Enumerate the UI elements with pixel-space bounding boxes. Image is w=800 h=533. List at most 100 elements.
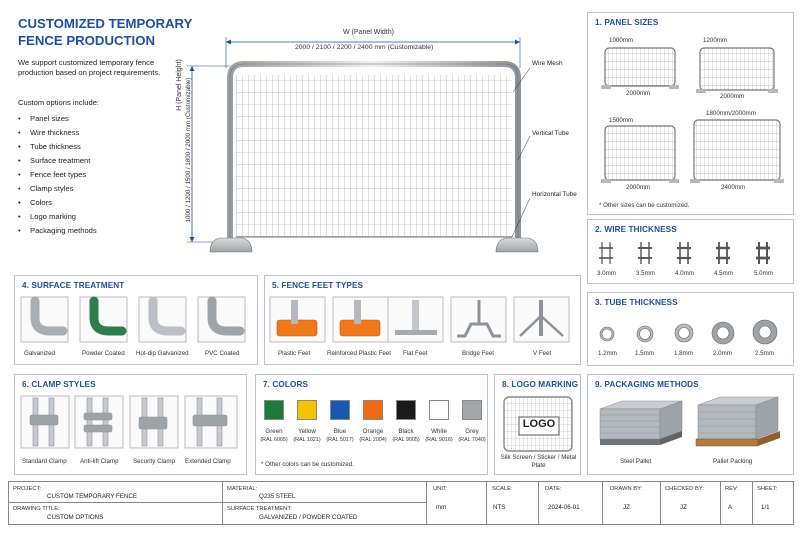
width-values: 2000 / 2100 / 2200 / 2400 mm (Customizab…: [295, 44, 434, 51]
feet-label: V Feet: [533, 350, 552, 357]
drawing-title-value: CUSTOM OPTIONS: [47, 514, 104, 521]
colors-note: * Other colors can be customized.: [261, 461, 354, 468]
wire-icon: [638, 242, 652, 264]
wire-thickness-section: 2. WIRE THICKNESS 3.0mm 3.5mm 4.0mm 4.5m…: [587, 219, 794, 284]
security-clamp: [138, 416, 168, 430]
panel-sizes-note: * Other sizes can be customized.: [599, 202, 690, 209]
wire-icon: [756, 242, 770, 264]
feet-samples: [269, 296, 570, 343]
panel-3-height: 1500mm: [609, 117, 634, 124]
option-item: Panel sizes: [18, 112, 97, 126]
checked-by-label: CHECKED BY:: [665, 486, 704, 492]
reinforced-plastic-feet: [339, 300, 381, 337]
panel-1-width: 2000mm: [626, 90, 651, 97]
options-list: Panel sizes Wire thickness Tube thicknes…: [18, 112, 97, 238]
option-item: Tube thickness: [18, 140, 97, 154]
feet-label: Bridge Feet: [462, 350, 494, 357]
powder-coated-tube: [89, 296, 127, 336]
wire-icon: [716, 242, 730, 264]
section-title: 1. PANEL SIZES: [595, 18, 659, 27]
v-feet: [519, 300, 564, 337]
surface-label: Hot-dip Galvanized: [136, 350, 189, 357]
feet-label: Reinforced Plastic Feet: [327, 350, 391, 357]
surface-label: PVC Coated: [205, 350, 240, 357]
feet-label: Plastic Feet: [278, 350, 311, 357]
panel-1200: [696, 47, 778, 93]
packaging-drawings: [599, 396, 780, 447]
wire-label: 3.0mm: [597, 270, 616, 277]
pallet-packing: [695, 396, 780, 447]
material-label: MATERIAL:: [227, 486, 258, 492]
wire-label: 4.5mm: [714, 270, 733, 277]
color-swatch: [330, 400, 350, 420]
rev-value: A: [728, 504, 733, 511]
steel-pallet: [599, 400, 683, 445]
packaging-label: Pallet Packing: [713, 458, 753, 465]
color-name: Orange: [362, 428, 384, 435]
wire-label: 3.5mm: [636, 270, 655, 277]
color-ral: (RAL 6005): [260, 437, 288, 443]
option-item: Colors: [18, 196, 97, 210]
logo-fence-drawing: [503, 396, 573, 452]
color-name: White: [431, 428, 447, 435]
hot-dip-tube: [148, 296, 186, 336]
option-item: Logo marking: [18, 210, 97, 224]
clamp-label: Standard Clamp: [22, 458, 67, 465]
width-label: W (Panel Width): [343, 29, 394, 36]
logo-plate: [518, 416, 560, 436]
height-label: H (Panel Height): [176, 59, 183, 111]
fence-feet-section: 5. FENCE FEET TYPES Plastic Feet Reinfor…: [264, 275, 581, 365]
panel-size-drawings: [601, 47, 784, 183]
section-title: 4. SURFACE TREATMENT: [22, 281, 125, 290]
section-title: 8. LOGO MARKING: [502, 380, 579, 389]
project-value: CUSTOM TEMPORARY FENCE: [47, 493, 137, 500]
option-item: Wire thickness: [18, 126, 97, 140]
panel-4-width: 2400mm: [721, 184, 746, 191]
logo-marking-section: 8. LOGO MARKING LOGO Silk Screen / Stick…: [494, 374, 581, 475]
option-item: Fence feet types: [18, 168, 97, 182]
tube-label: 1.2mm: [598, 350, 617, 357]
sheet-value: 1/1: [761, 504, 770, 511]
unit-value: mm: [436, 504, 447, 511]
panel-3-width: 2000mm: [626, 184, 651, 191]
material-value: Q235 STEEL: [259, 493, 296, 500]
callout-wire-mesh: Wire Mesh: [532, 60, 563, 67]
color-swatch: [396, 400, 416, 420]
scale-label: SCALE:: [492, 486, 513, 492]
page-title: CUSTOMIZED TEMPORARY FENCE PRODUCTION: [18, 16, 193, 48]
rev-label: REV:: [725, 486, 739, 492]
wire-icon: [599, 242, 613, 264]
surface-label: Galvanized: [24, 350, 55, 357]
color-swatch: [264, 400, 284, 420]
tube-thickness-section: 3. TUBE THICKNESS 1.2mm 1.5mm 1.8mm 2.0m…: [587, 292, 794, 366]
wire-thickness-icons: [599, 242, 770, 264]
section-title: 3. TUBE THICKNESS: [595, 298, 678, 307]
clamp-label: Anti-lift Clamp: [80, 458, 119, 465]
galvanized-tube: [30, 296, 68, 336]
main-fence-drawing: [187, 37, 539, 253]
feet-label: Flat Feet: [403, 350, 428, 357]
packaging-section: 9. PACKAGING METHODS Steel Pallet Pallet…: [587, 374, 794, 475]
packaging-label: Steel Pallet: [620, 458, 652, 465]
logo-text: LOGO: [522, 418, 556, 430]
colors-section: 7. COLORS Green(RAL 6005)Yellow(RAL 1021…: [255, 374, 488, 475]
tube-label: 2.0mm: [713, 350, 732, 357]
unit-label: UNIT:: [433, 486, 448, 492]
panel-1800-2000: [690, 119, 784, 183]
wire-label: 5.0mm: [754, 270, 773, 277]
option-item: Packaging methods: [18, 224, 97, 238]
logo-caption: Silk Screen / Sticker / Metal Plate: [500, 454, 577, 469]
callout-horizontal-tube: Horizontal Tube: [532, 191, 577, 198]
option-item: Surface treatment: [18, 154, 97, 168]
options-heading: Custom options include:: [18, 98, 100, 107]
surface-samples: [20, 296, 246, 343]
drawing-title-label: DRAWING TITLE:: [13, 506, 60, 512]
pvc-tube: [207, 296, 245, 336]
panel-4-height: 1800mm/2000mm: [706, 110, 756, 117]
wire-icon: [677, 242, 691, 264]
color-name: Yellow: [298, 428, 316, 435]
date-value: 2024-06-01: [548, 504, 580, 511]
section-title: 9. PACKAGING METHODS: [595, 380, 699, 389]
color-name: Blue: [333, 428, 347, 435]
color-name: Green: [265, 428, 283, 435]
